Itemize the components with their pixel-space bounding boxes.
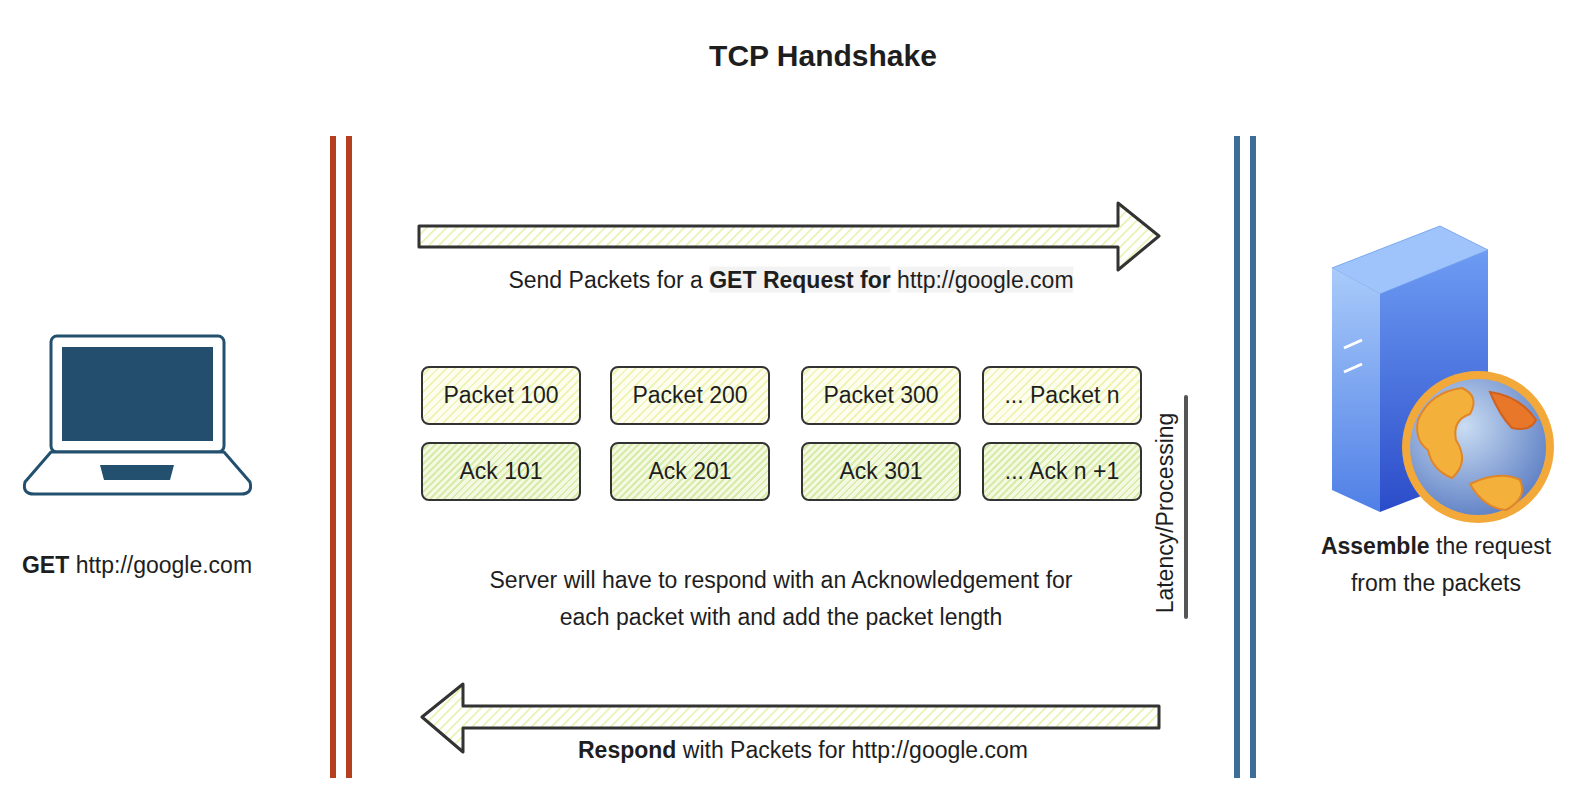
- label-text: http://google.com: [76, 552, 252, 578]
- packet-box: Packet 100: [421, 366, 581, 425]
- node-text: Ack 201: [648, 458, 731, 485]
- node-text: Packet 300: [823, 382, 938, 409]
- label-line: Assemblethe request from the packets: [1311, 528, 1561, 602]
- label-text: Respond: [578, 737, 676, 763]
- laptop-icon: [24, 336, 250, 494]
- node-text: ... Packet n: [1004, 382, 1119, 409]
- ack-box: Ack 101: [421, 442, 581, 501]
- label-text: GET Request for: [709, 267, 890, 293]
- diagram-title: TCP Handshake: [709, 39, 937, 73]
- packet-box: ... Packet n: [982, 366, 1142, 425]
- label-line: Respond with Packets for http://google.co…: [578, 732, 1028, 769]
- node-text: Packet 200: [632, 382, 747, 409]
- label-text: http://google.com: [897, 267, 1073, 293]
- label-text: Latency/Processing: [1152, 413, 1178, 614]
- request-arrow: [419, 203, 1159, 270]
- node-text: Ack 301: [839, 458, 922, 485]
- label-line: GET http://google.com: [22, 547, 252, 584]
- client-boundary: [330, 136, 352, 778]
- server-boundary: [1234, 136, 1256, 778]
- label-line: Send Packets for a GET Request for http://…: [508, 262, 1073, 299]
- server-icon: [1332, 226, 1554, 523]
- ack-box: Ack 301: [801, 442, 961, 501]
- latency-line: [1184, 397, 1188, 617]
- node-text: ... Ack n +1: [1005, 458, 1119, 485]
- node-text: Packet 100: [443, 382, 558, 409]
- label-line: Server will have to respond with an Ackn…: [486, 562, 1076, 636]
- packet-box: Packet 200: [610, 366, 770, 425]
- label-line: Latency/Processing: [1147, 413, 1184, 614]
- label-text: Assemble: [1321, 533, 1430, 559]
- node-text: Ack 101: [459, 458, 542, 485]
- label-text: with Packets for http://google.com: [683, 737, 1028, 763]
- ack-box: Ack 201: [610, 442, 770, 501]
- ack-box: ... Ack n +1: [982, 442, 1142, 501]
- packet-box: Packet 300: [801, 366, 961, 425]
- label-text: Server will have to respond with an Ackn…: [490, 567, 1073, 630]
- label-text: Send Packets for a: [508, 267, 702, 293]
- label-text: GET: [22, 552, 69, 578]
